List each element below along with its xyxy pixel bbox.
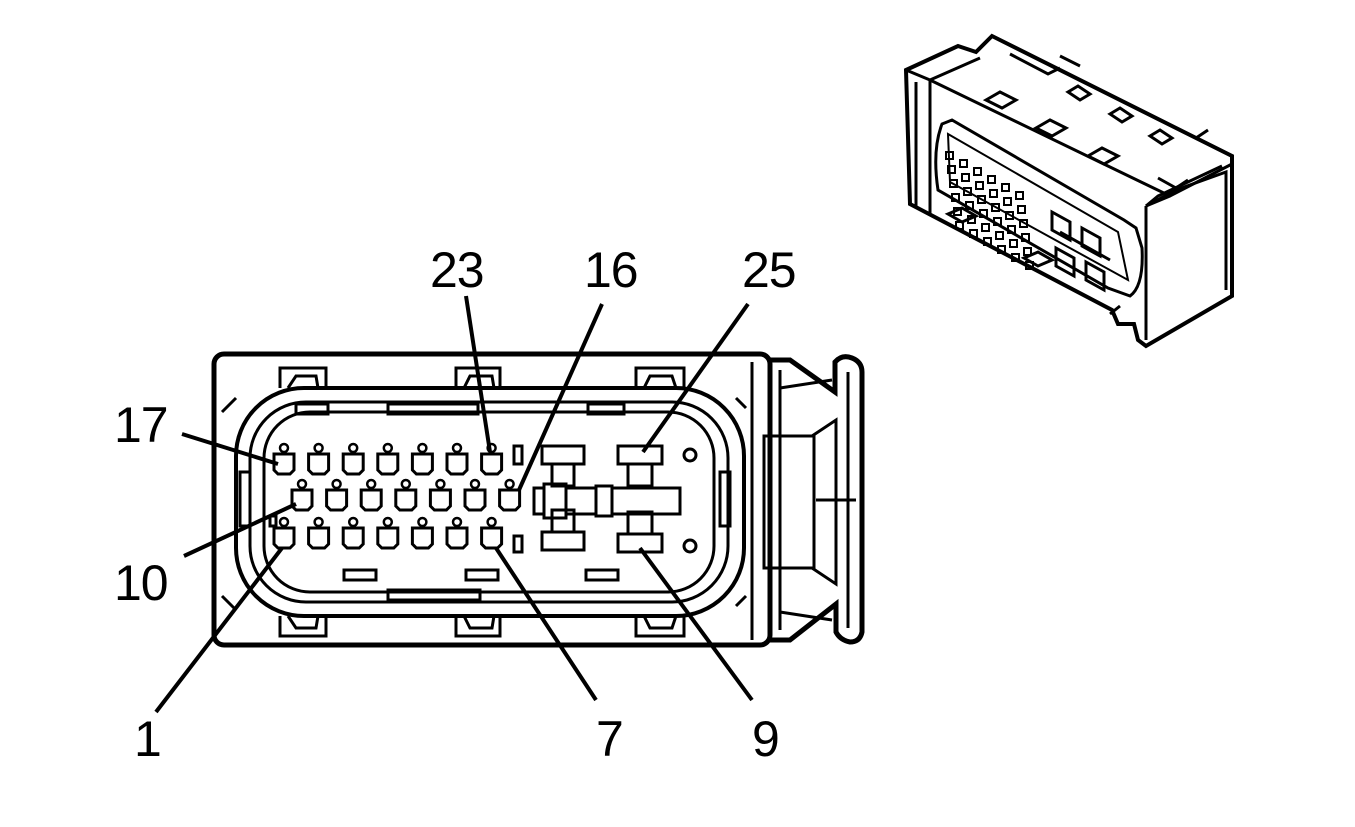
isometric-pin: [1005, 211, 1014, 220]
isometric-pin: [1017, 205, 1026, 214]
terminal-pin-middle: [428, 478, 452, 512]
terminal-pin-bottom: [307, 516, 331, 550]
isometric-pin: [977, 195, 986, 204]
isometric-pin: [965, 201, 974, 210]
connector-outer-shell: [211, 351, 773, 648]
isometric-pin: [1001, 183, 1010, 192]
terminal-pin-top: [376, 442, 400, 476]
isometric-pin: [983, 237, 992, 246]
terminal-pin-bottom: [341, 516, 365, 550]
isometric-pin: [1015, 191, 1024, 200]
pin-terminals: [272, 442, 522, 550]
isometric-pin: [1007, 225, 1016, 234]
isometric-pin: [973, 167, 982, 176]
isometric-pin: [995, 231, 1004, 240]
terminal-pin-bottom: [480, 516, 504, 550]
pin-label-10: 10: [114, 555, 168, 611]
isometric-pin: [951, 193, 960, 202]
pin-label-16: 16: [584, 242, 638, 298]
connector-cavity-outer: [234, 386, 746, 618]
terminal-pin-bottom: [445, 516, 469, 550]
isometric-pin: [947, 165, 956, 174]
isometric-pin: [993, 217, 1002, 226]
isometric-pin: [987, 175, 996, 184]
terminal-pin-top: [307, 442, 331, 476]
terminal-pin-top: [410, 442, 434, 476]
terminal-pin-middle: [463, 478, 487, 512]
isometric-pin: [989, 189, 998, 198]
isometric-pin: [1021, 233, 1030, 242]
isometric-pin: [979, 209, 988, 218]
pin-label-25: 25: [742, 242, 796, 298]
isometric-pin: [963, 187, 972, 196]
callout-lines: [154, 295, 754, 714]
connector-front-view: [211, 351, 865, 648]
terminal-pin-top: [272, 442, 296, 476]
isometric-pin: [1009, 239, 1018, 248]
terminal-pin-bottom: [376, 516, 400, 550]
connector-latch: [770, 354, 865, 645]
pin-number-labels: 23 16 25 17 10 1 7 9: [114, 242, 797, 767]
terminal-pin-middle: [498, 478, 522, 512]
isometric-pin: [1011, 253, 1020, 262]
isometric-pin: [969, 229, 978, 238]
isometric-pin: [991, 203, 1000, 212]
terminal-pin-top: [480, 442, 504, 476]
terminal-pin-middle: [359, 478, 383, 512]
pin-label-1: 1: [134, 711, 161, 767]
isometric-pin: [1003, 197, 1012, 206]
terminal-pin-middle: [325, 478, 349, 512]
isometric-pin: [945, 151, 954, 160]
isometric-pin: [981, 223, 990, 232]
pin-label-17: 17: [114, 397, 168, 453]
isometric-body-outline: [903, 33, 1234, 349]
terminal-pin-top: [341, 442, 365, 476]
isometric-pin: [959, 159, 968, 168]
isometric-pin: [1019, 219, 1028, 228]
pin-label-9: 9: [752, 711, 779, 767]
pin-label-23: 23: [430, 242, 484, 298]
isometric-pin: [975, 181, 984, 190]
connector-isometric-view: [903, 33, 1234, 349]
pin-label-7: 7: [596, 711, 623, 767]
isometric-pin-grid: [945, 151, 1034, 270]
terminal-pin-middle: [394, 478, 418, 512]
isometric-pin: [949, 179, 958, 188]
isometric-pin: [997, 245, 1006, 254]
terminal-pin-bottom: [410, 516, 434, 550]
terminal-pin-top: [445, 442, 469, 476]
terminal-pin-bottom: [272, 516, 296, 550]
bottom-keyways: [278, 568, 686, 638]
isometric-pin: [961, 173, 970, 182]
